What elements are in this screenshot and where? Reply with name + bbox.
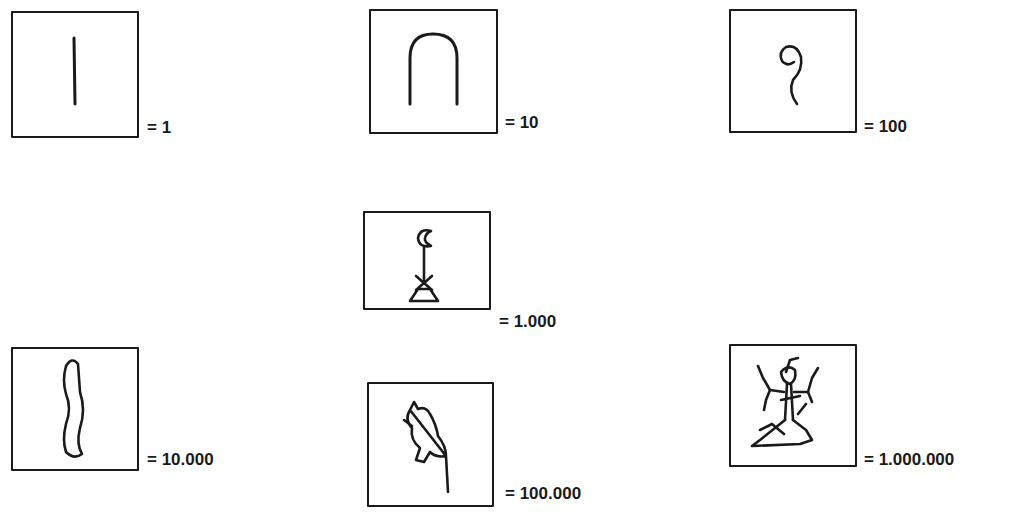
value-label: = 100.000 [505,484,581,504]
finger-glyph [64,360,83,456]
glyph-frames [12,10,856,506]
value-label: = 10.000 [147,450,214,470]
value-label: = 1 [147,118,171,138]
coil-glyph [781,46,802,104]
value-label: = 1.000.000 [864,450,954,470]
stroke-glyph [74,38,75,104]
tadpole-glyph [404,402,448,492]
value-label: = 1.000 [499,312,556,332]
arch-glyph [410,34,457,104]
lotus-glyph [410,230,438,301]
value-label: = 100 [864,117,907,137]
value-label: = 10 [505,113,539,133]
heh-glyph [752,358,818,446]
